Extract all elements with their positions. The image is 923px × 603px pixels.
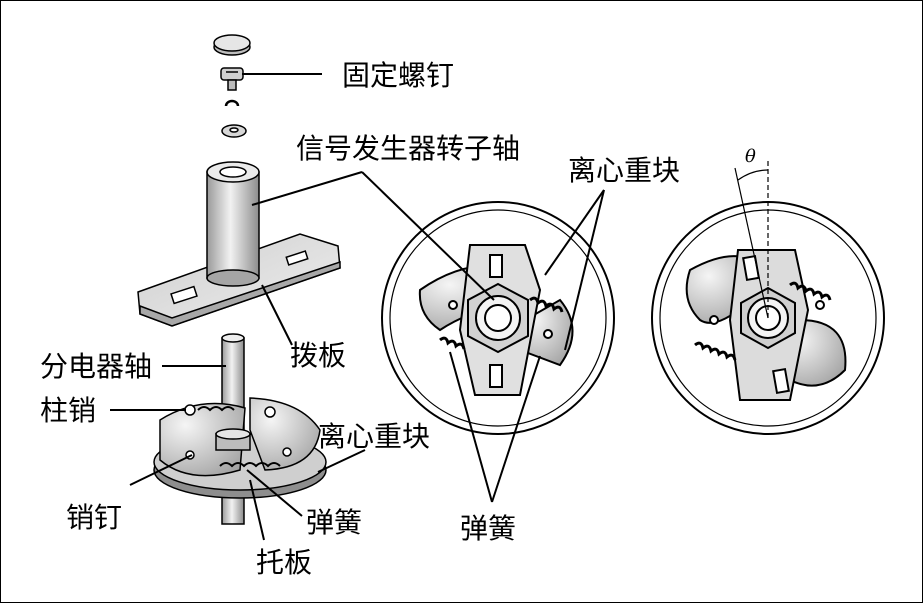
label-signal-rotor-shaft: 信号发生器转子轴 bbox=[296, 132, 520, 165]
leader-lines bbox=[110, 73, 605, 541]
label-theta: θ bbox=[745, 146, 756, 167]
label-centrifugal-weight-left: 离心重块 bbox=[318, 420, 430, 453]
label-lever-plate: 拨板 bbox=[290, 339, 346, 372]
rotor-shaft-lever-plate bbox=[137, 161, 341, 327]
label-spring-left: 弹簧 bbox=[306, 506, 362, 539]
fixing-screw-assembly bbox=[213, 34, 251, 138]
label-spring-bottom: 弹簧 bbox=[460, 512, 516, 545]
distributor-shaft-assembly bbox=[153, 333, 327, 525]
label-distributor-shaft: 分电器轴 bbox=[40, 350, 152, 383]
assembly-view-advanced bbox=[651, 160, 885, 435]
label-support-plate: 托板 bbox=[256, 546, 312, 579]
label-post-pin: 柱销 bbox=[40, 394, 96, 427]
label-pin: 销钉 bbox=[66, 501, 122, 534]
label-fixing-screw: 固定螺钉 bbox=[342, 59, 454, 92]
assembly-view-rest bbox=[381, 201, 615, 435]
label-centrifugal-weight-top: 离心重块 bbox=[568, 154, 680, 187]
labels: 固定螺钉 信号发生器转子轴 离心重块 θ 拨板 分电器轴 柱销 离心重块 销钉 … bbox=[40, 59, 756, 579]
